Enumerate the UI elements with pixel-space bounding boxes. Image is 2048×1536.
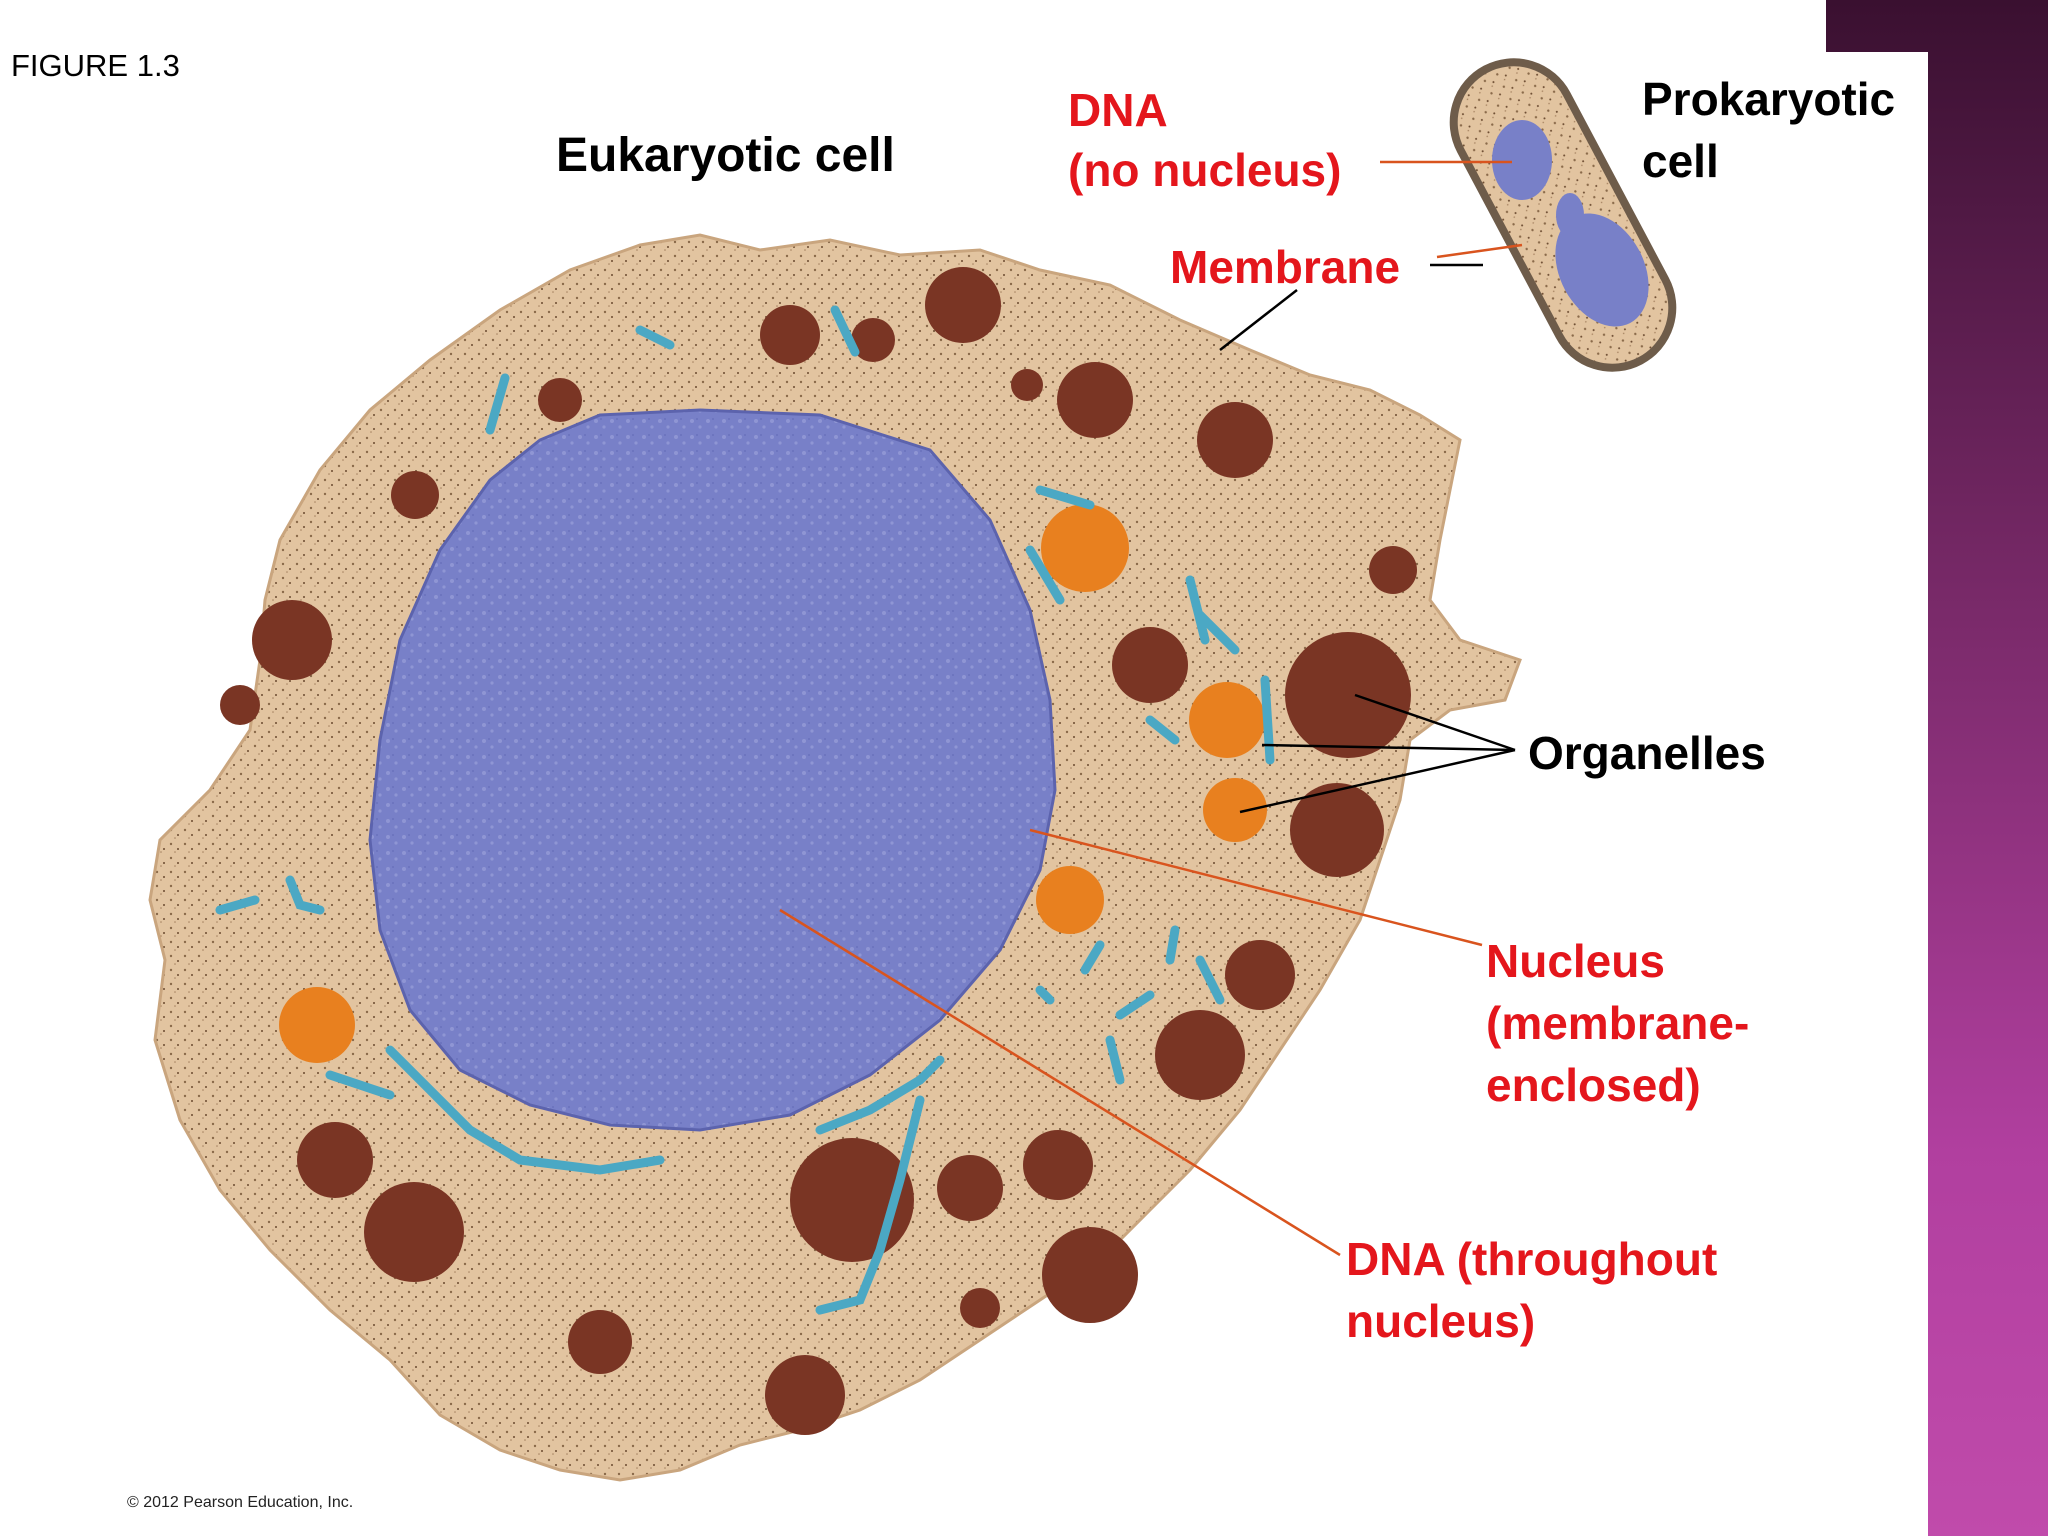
dna-no-nucleus-line-1: DNA — [1068, 84, 1168, 136]
membrane-label: Membrane — [1170, 241, 1401, 293]
nucleus-line-1: Nucleus — [1486, 935, 1665, 987]
nucleus — [368, 408, 1057, 1132]
eukaryotic-cell-label: Eukaryotic cell — [556, 129, 895, 182]
prokaryotic-cell-label: Prokaryotic cell — [1642, 68, 1895, 192]
nucleus-label: Nucleus (membrane- enclosed) — [1486, 930, 1749, 1116]
nucleus-line-2: (membrane- — [1486, 997, 1750, 1049]
orange-organelles — [279, 504, 1267, 1063]
er-strands — [215, 305, 1275, 1315]
dna-no-nucleus-label: DNA (no nucleus) — [1068, 80, 1341, 200]
copyright-notice: © 2012 Pearson Education, Inc. — [127, 1494, 354, 1511]
dna-throughout-line-1: DNA (throughout — [1346, 1233, 1718, 1285]
dna-throughout-line-2: nucleus) — [1346, 1295, 1536, 1347]
nucleus-line-3: enclosed) — [1486, 1059, 1701, 1111]
organelles-label: Organelles — [1528, 727, 1766, 779]
brown-organelles — [220, 267, 1417, 1435]
prokaryotic-cell-line-2: cell — [1642, 135, 1719, 187]
prokaryotic-cell — [1449, 58, 1677, 372]
leader-lines — [779, 160, 1523, 1257]
dna-throughout-label: DNA (throughout nucleus) — [1346, 1228, 1717, 1352]
figure-title: FIGURE 1.3 — [11, 48, 180, 83]
dna-no-nucleus-line-2: (no nucleus) — [1068, 144, 1342, 196]
prokaryotic-cell-line-1: Prokaryotic — [1642, 73, 1896, 125]
